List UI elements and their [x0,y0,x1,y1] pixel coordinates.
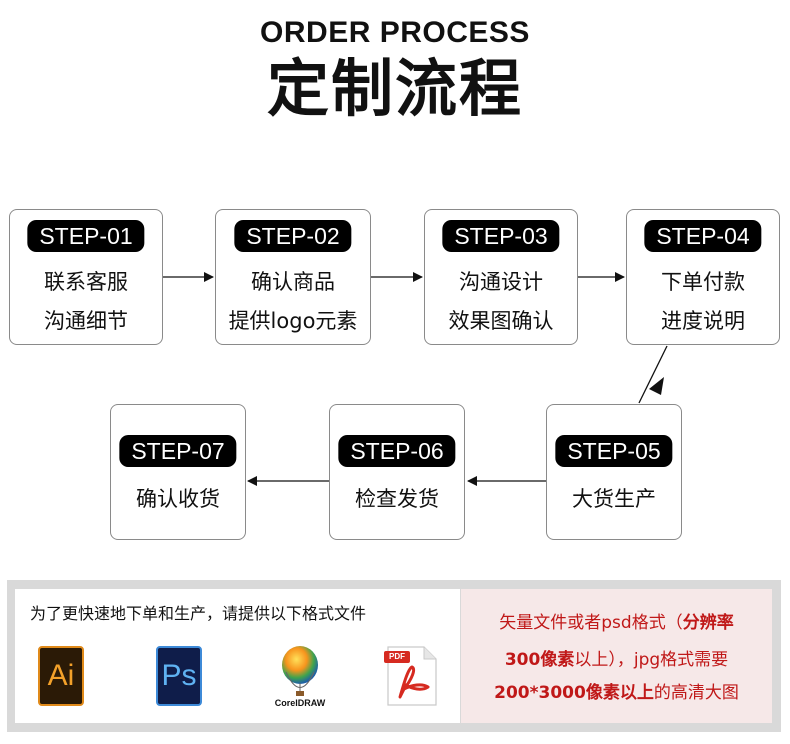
step-03-line-1: 沟通设计 [459,270,543,294]
coreldraw-label: CorelDRAW [274,698,326,708]
resolution-line-2-plain: 以上），jpg格式需要 [574,650,729,670]
resolution-line-3-bold: 200*3000像素以上 [494,683,654,703]
step-07-line-1: 确认收货 [136,487,220,511]
step-03-line-2: 效果图确认 [448,309,554,333]
step-06-line-1: 检查发货 [355,487,439,511]
step-07-card: STEP-07 确认收货 [110,404,246,540]
step-01-line-2: 沟通细节 [44,309,128,333]
title-chinese: 定制流程 [266,52,523,125]
step-01-label: STEP-01 [27,220,145,252]
step-02-line-1: 确认商品 [251,270,335,294]
format-instruction-text: 为了更快速地下单和生产，请提供以下格式文件 [30,604,367,623]
resolution-line-1: 矢量文件或者psd格式（分辨率 [461,608,772,633]
resolution-line-1-bold: 分辨率 [682,613,734,633]
illustrator-icon-text: Ai [47,659,75,692]
pdf-icon: PDF [382,643,440,709]
photoshop-icon-text: Ps [161,659,197,692]
pdf-document-icon [384,646,437,706]
step-03-label: STEP-03 [442,220,560,252]
resolution-requirements-box [461,589,772,723]
step-02-label: STEP-02 [234,220,352,252]
step-06-card: STEP-06 检查发货 [329,404,465,540]
resolution-line-2: 300像素以上），jpg格式需要 [461,645,772,670]
step-01-card: STEP-01 联系客服 沟通细节 [9,209,163,345]
title-english: ORDER PROCESS [260,16,530,49]
step-02-card: STEP-02 确认商品 提供logo元素 [215,209,371,345]
step-01-line-1: 联系客服 [44,270,128,294]
photoshop-icon: Ps [156,646,202,706]
step-04-label: STEP-04 [644,220,762,252]
resolution-line-3: 200*3000像素以上的高清大图 [461,678,772,703]
step-05-card: STEP-05 大货生产 [546,404,682,540]
resolution-line-3-plain: 的高清大图 [653,683,739,703]
flow-arrows [163,272,668,486]
step-04-line-1: 下单付款 [661,270,745,294]
step-03-card: STEP-03 沟通设计 效果图确认 [424,209,578,345]
step-02-line-2: 提供logo元素 [228,309,358,333]
arrow-step4-to-step5 [638,345,668,404]
step-05-line-1: 大货生产 [572,487,656,511]
step-07-label: STEP-07 [119,435,237,467]
step-05-label: STEP-05 [555,435,673,467]
illustrator-icon: Ai [38,646,84,706]
coreldraw-icon: CorelDRAW [272,645,328,711]
step-04-line-2: 进度说明 [661,309,745,333]
pdf-badge-text: PDF [389,652,405,661]
coreldraw-balloon-icon [282,646,318,696]
resolution-line-2-bold: 300像素 [504,650,575,670]
arrow-head-step4-to-step5 [649,377,664,395]
resolution-line-1-plain: 矢量文件或者psd格式（ [499,613,683,633]
step-06-label: STEP-06 [338,435,456,467]
step-04-card: STEP-04 下单付款 进度说明 [626,209,780,345]
